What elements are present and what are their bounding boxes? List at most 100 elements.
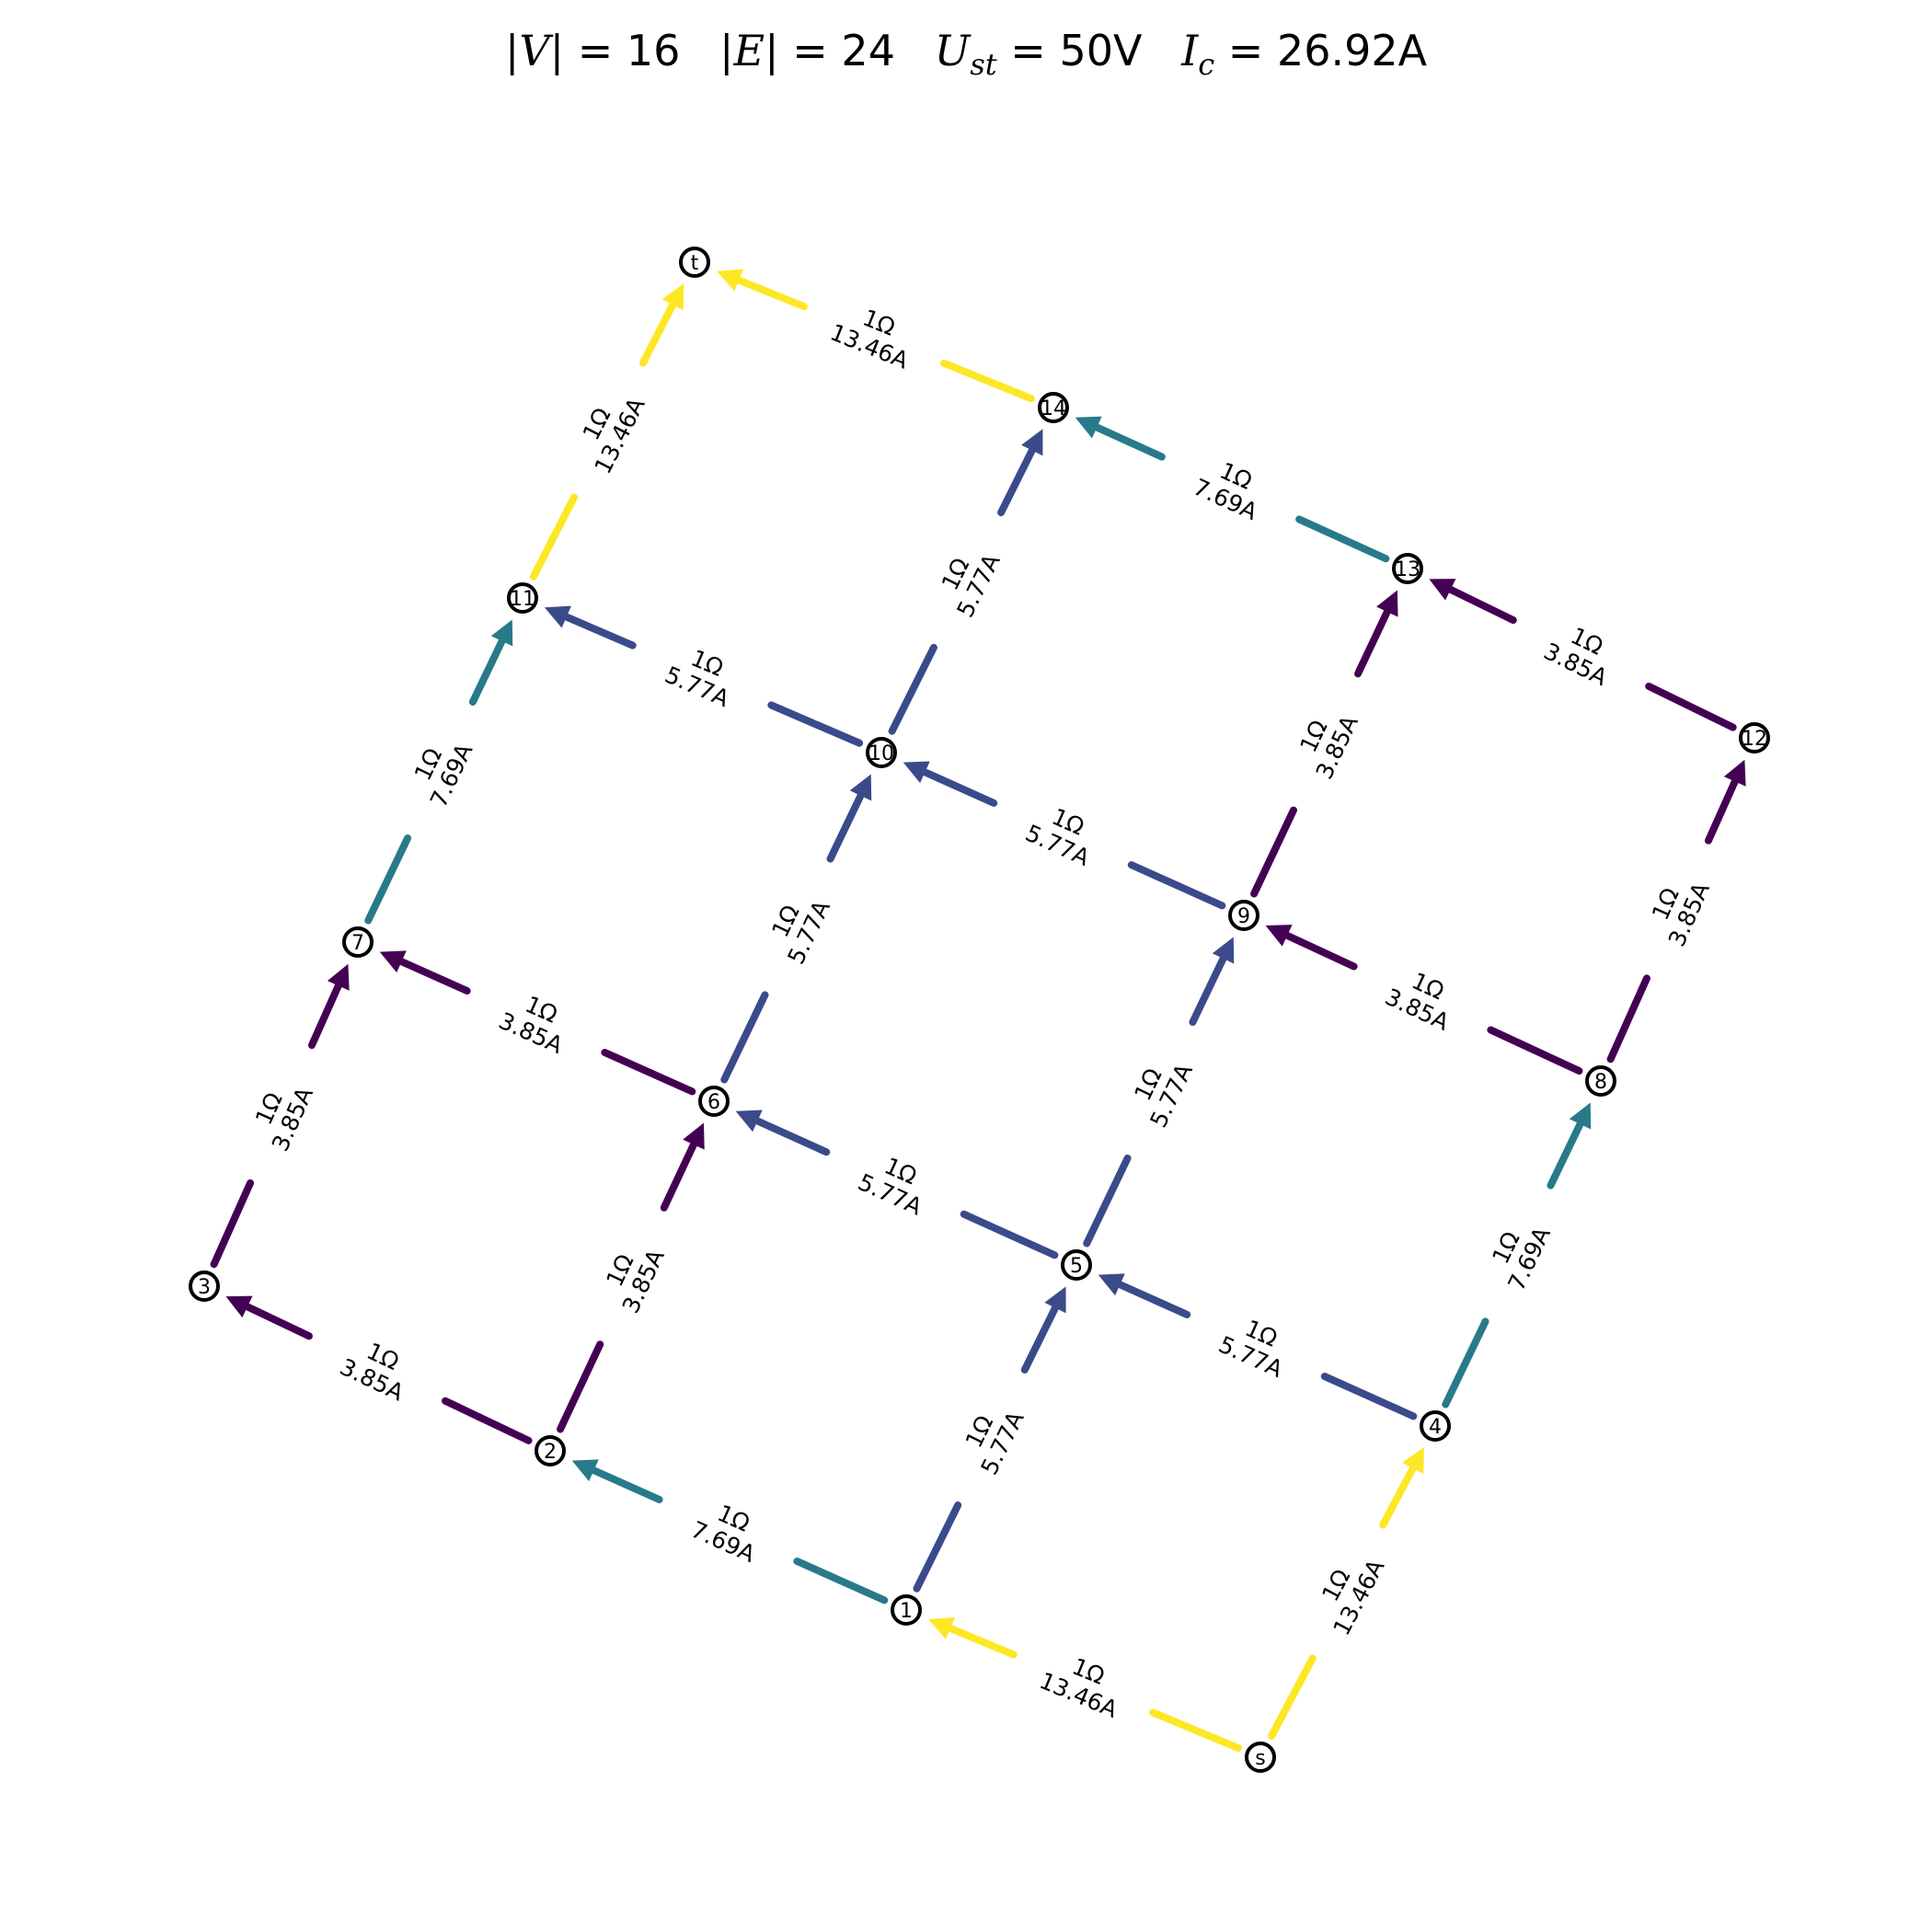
arrow-head-icon bbox=[735, 1110, 763, 1133]
edge-label: 1Ω3.85A bbox=[336, 1338, 408, 1407]
arrow-head-icon bbox=[928, 1616, 956, 1639]
current-symbol: I bbox=[1181, 26, 1199, 75]
node-circle bbox=[1038, 392, 1069, 423]
node-circle bbox=[891, 1594, 922, 1626]
node-circle bbox=[679, 247, 710, 278]
edge-line bbox=[919, 767, 998, 807]
edge-line bbox=[1020, 1302, 1060, 1374]
edge-line bbox=[529, 493, 579, 581]
edge-10-11: 1Ω5.77A bbox=[544, 605, 864, 747]
arrow-head-icon bbox=[1021, 429, 1043, 456]
edge-line bbox=[945, 1624, 1018, 1659]
node-circle bbox=[1739, 722, 1770, 753]
vertex-count: |V| = 16 bbox=[504, 26, 681, 75]
arrow-head-icon bbox=[1429, 579, 1456, 601]
edge-5-9: 1Ω5.77A bbox=[1083, 937, 1235, 1248]
node-8: 8 bbox=[1585, 1065, 1616, 1097]
edge-line bbox=[442, 1397, 533, 1444]
node-label: 8 bbox=[1594, 1071, 1607, 1094]
arrow-head-icon bbox=[1376, 590, 1398, 617]
edge-4-8: 1Ω7.69A bbox=[1442, 1102, 1592, 1409]
edge-count: |E| = 24 bbox=[719, 26, 895, 75]
edge-line bbox=[1282, 931, 1358, 971]
arrow-head-icon bbox=[379, 950, 407, 973]
edge-line bbox=[1606, 974, 1650, 1064]
edge-10-14: 1Ω5.77A bbox=[888, 429, 1043, 735]
node-circle bbox=[507, 582, 538, 614]
node-circle bbox=[1420, 1410, 1451, 1442]
edge-label: 1Ω3.85A bbox=[601, 1246, 669, 1317]
edge-label: 1Ω5.77A bbox=[1021, 803, 1093, 871]
edge-label: 1Ω3.85A bbox=[1540, 622, 1612, 691]
edge-line bbox=[1442, 1317, 1489, 1409]
node-label: 1 bbox=[900, 1600, 913, 1623]
edge-line bbox=[588, 1466, 663, 1504]
edge-label: 1Ω7.69A bbox=[1487, 1223, 1556, 1294]
node-label: 12 bbox=[1742, 728, 1767, 751]
edge-line bbox=[1547, 1119, 1585, 1190]
edge-9-10: 1Ω5.77A bbox=[903, 761, 1226, 910]
edge-count-value: 24 bbox=[841, 26, 895, 75]
arrow-head-icon bbox=[571, 1459, 599, 1482]
arrow-head-icon bbox=[1402, 1446, 1424, 1475]
edges-layer: 1Ω13.46A1Ω13.46A1Ω7.69A1Ω5.77A1Ω3.85A1Ω3… bbox=[210, 269, 1746, 1753]
edge-label: 1Ω7.69A bbox=[1190, 457, 1261, 525]
edge-line bbox=[1127, 861, 1226, 910]
edge-line bbox=[767, 701, 864, 747]
edge-12-13: 1Ω3.85A bbox=[1429, 579, 1737, 731]
edge-line bbox=[1295, 515, 1390, 563]
source-voltage: Ust = 50V bbox=[934, 26, 1143, 82]
node-13: 13 bbox=[1392, 553, 1423, 584]
edge-line bbox=[1083, 1154, 1132, 1248]
edge-line bbox=[1091, 422, 1166, 461]
node-12: 12 bbox=[1739, 722, 1770, 753]
node-circle bbox=[1392, 553, 1423, 584]
edge-label: 1Ω3.85A bbox=[495, 991, 567, 1059]
node-label: t bbox=[691, 252, 699, 275]
node-label: 4 bbox=[1429, 1416, 1442, 1439]
arrow-head-icon bbox=[1044, 1286, 1066, 1314]
edge-line bbox=[396, 957, 471, 995]
edge-label: 1Ω3.85A bbox=[1294, 711, 1363, 783]
node-label: s bbox=[1255, 1747, 1265, 1770]
edge-line bbox=[1250, 806, 1297, 898]
node-1: 1 bbox=[891, 1594, 922, 1626]
edge-line bbox=[793, 1557, 889, 1604]
edge-8-12: 1Ω3.85A bbox=[1606, 759, 1746, 1064]
edge-line bbox=[1444, 584, 1517, 625]
edge-6-7: 1Ω3.85A bbox=[379, 950, 696, 1096]
edge-line bbox=[1705, 776, 1740, 845]
edge-line bbox=[997, 444, 1037, 517]
edge-line bbox=[1379, 1463, 1418, 1529]
node-label: 7 bbox=[351, 932, 364, 955]
edge-2-6: 1Ω3.85A bbox=[557, 1122, 705, 1433]
node-label: 10 bbox=[868, 742, 894, 765]
edge-label: 1Ω3.85A bbox=[250, 1083, 318, 1155]
edge-line bbox=[733, 275, 809, 311]
edge-line bbox=[940, 359, 1035, 403]
edge-line bbox=[601, 1048, 696, 1096]
node-4: 4 bbox=[1420, 1410, 1451, 1442]
edge-line bbox=[752, 1116, 831, 1156]
edge-3-7: 1Ω3.85A bbox=[210, 963, 350, 1269]
edge-label: 1Ω5.77A bbox=[1129, 1060, 1198, 1132]
edge-5-6: 1Ω5.77A bbox=[735, 1110, 1059, 1259]
edge-label: 1Ω5.77A bbox=[766, 896, 835, 968]
voltage-subscript: st bbox=[970, 47, 997, 82]
edge-count-label: |E| bbox=[719, 26, 779, 75]
node-label: 5 bbox=[1070, 1255, 1083, 1278]
node-label: 11 bbox=[510, 588, 535, 611]
vertex-count-label: |V| bbox=[504, 26, 565, 75]
arrow-head-icon bbox=[1265, 925, 1293, 947]
edge-line bbox=[557, 1340, 604, 1433]
edge-8-9: 1Ω3.85A bbox=[1265, 925, 1583, 1075]
edge-label: 1Ω5.77A bbox=[1214, 1315, 1286, 1383]
node-7: 7 bbox=[342, 926, 374, 958]
edge-4-5: 1Ω5.77A bbox=[1098, 1273, 1418, 1420]
edge-line bbox=[1189, 953, 1228, 1027]
edge-line bbox=[913, 1501, 962, 1593]
